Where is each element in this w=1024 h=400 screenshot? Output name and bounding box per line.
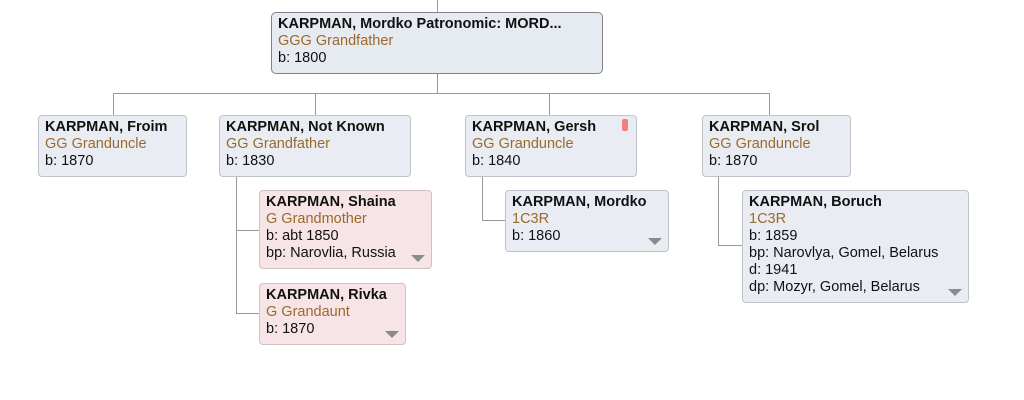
person-birthplace: bp: Narovlya, Gomel, Belarus xyxy=(749,245,939,261)
person-death: d: 1941 xyxy=(749,262,798,278)
connector-line xyxy=(718,176,719,246)
person-name: KARPMAN, Mordko Patronomic: MORD... xyxy=(278,16,562,32)
connector-line xyxy=(236,230,260,231)
person-birth: b: 1870 xyxy=(45,153,94,169)
person-name: KARPMAN, Shaina xyxy=(266,194,396,210)
person-birth: b: 1870 xyxy=(266,321,315,337)
person-relation: 1C3R xyxy=(512,211,550,227)
person-deathplace: dp: Mozyr, Gomel, Belarus xyxy=(749,279,920,295)
person-name: KARPMAN, Not Known xyxy=(226,119,385,135)
flag-marker-icon xyxy=(622,119,628,131)
person-birth: b: 1860 xyxy=(512,228,561,244)
chevron-down-icon[interactable] xyxy=(411,255,425,262)
chevron-down-icon[interactable] xyxy=(385,331,399,338)
person-card-shaina[interactable]: KARPMAN, Shaina G Grandmother b: abt 185… xyxy=(259,190,432,269)
connector-line xyxy=(113,93,114,115)
connector-line xyxy=(236,176,237,314)
connector-line xyxy=(769,93,770,115)
person-relation: GG Grandfather xyxy=(226,136,330,152)
person-card-rivka[interactable]: KARPMAN, Rivka G Grandaunt b: 1870 xyxy=(259,283,406,345)
person-relation: G Grandaunt xyxy=(266,304,350,320)
person-name: KARPMAN, Gersh xyxy=(472,119,597,135)
connector-line xyxy=(236,313,260,314)
person-card-mordko[interactable]: KARPMAN, Mordko Patronomic: MORD... GGG … xyxy=(271,12,603,74)
connector-line xyxy=(437,0,438,13)
person-birth: b: 1859 xyxy=(749,228,798,244)
person-relation: GG Granduncle xyxy=(472,136,574,152)
person-relation: G Grandmother xyxy=(266,211,367,227)
person-card-boruch[interactable]: KARPMAN, Boruch 1C3R b: 1859 bp: Narovly… xyxy=(742,190,969,303)
connector-line xyxy=(718,245,743,246)
connector-line xyxy=(549,93,550,115)
person-birth: b: 1840 xyxy=(472,153,521,169)
chevron-down-icon[interactable] xyxy=(948,289,962,296)
person-name: KARPMAN, Mordko xyxy=(512,194,647,210)
person-birth: b: abt 1850 xyxy=(266,228,339,244)
person-relation: 1C3R xyxy=(749,211,787,227)
person-card-gersh[interactable]: KARPMAN, Gersh GG Granduncle b: 1840 xyxy=(465,115,637,177)
person-card-srol[interactable]: KARPMAN, Srol GG Granduncle b: 1870 xyxy=(702,115,851,177)
person-birth: b: 1800 xyxy=(278,50,327,66)
person-relation: GG Granduncle xyxy=(45,136,147,152)
person-relation: GGG Grandfather xyxy=(278,33,394,49)
connector-line xyxy=(482,220,506,221)
person-card-mordko-child[interactable]: KARPMAN, Mordko 1C3R b: 1860 xyxy=(505,190,669,252)
chevron-down-icon[interactable] xyxy=(648,238,662,245)
connector-line xyxy=(437,74,438,93)
person-relation: GG Granduncle xyxy=(709,136,811,152)
connector-line xyxy=(482,176,483,221)
person-birth: b: 1870 xyxy=(709,153,758,169)
connector-line xyxy=(315,93,316,115)
person-birthplace: bp: Narovlia, Russia xyxy=(266,245,396,261)
person-name: KARPMAN, Boruch xyxy=(749,194,882,210)
person-name: KARPMAN, Srol xyxy=(709,119,820,135)
person-card-froim[interactable]: KARPMAN, Froim GG Granduncle b: 1870 xyxy=(38,115,187,177)
person-birth: b: 1830 xyxy=(226,153,275,169)
connector-line xyxy=(113,93,770,94)
person-name: KARPMAN, Froim xyxy=(45,119,168,135)
person-card-not-known[interactable]: KARPMAN, Not Known GG Grandfather b: 183… xyxy=(219,115,411,177)
person-name: KARPMAN, Rivka xyxy=(266,287,387,303)
